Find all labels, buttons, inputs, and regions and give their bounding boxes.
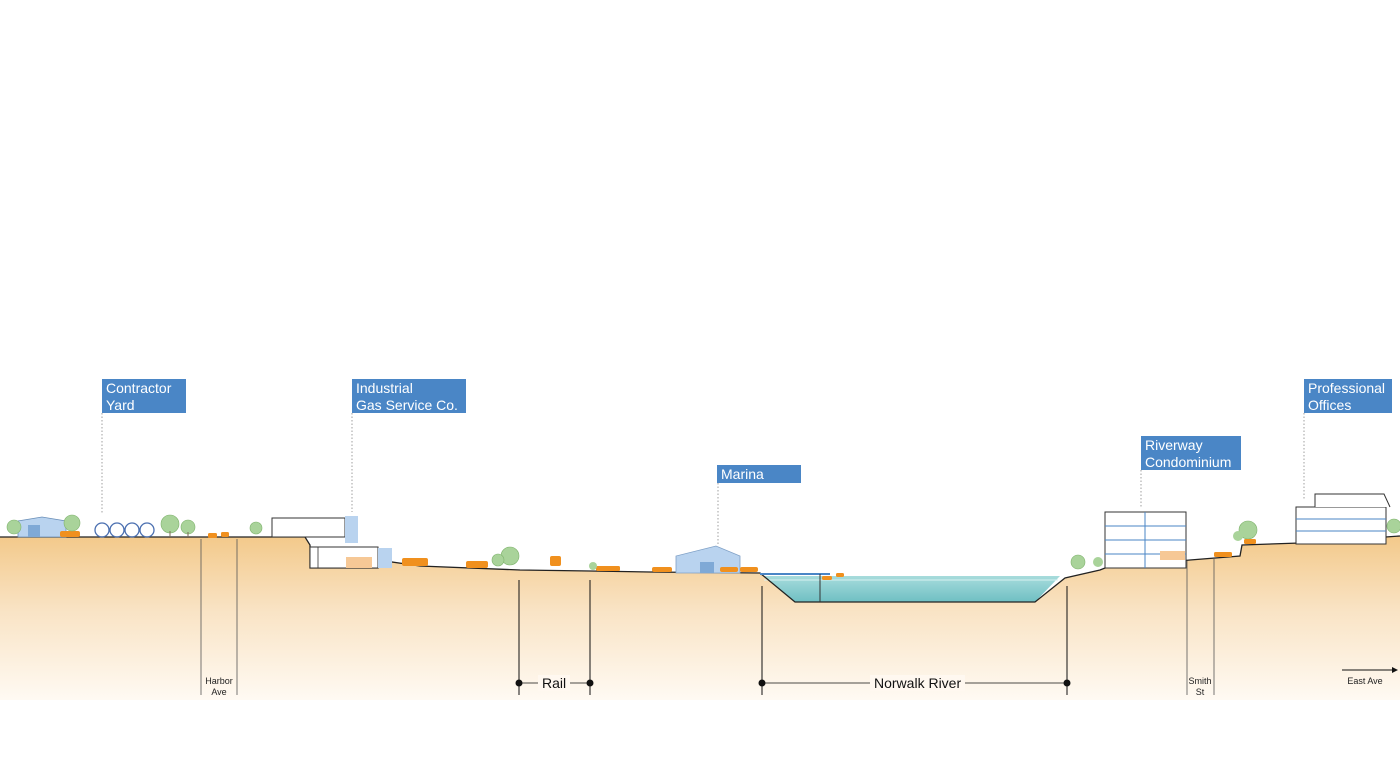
industrial-gas-building xyxy=(271,516,620,571)
gas-truck-1 xyxy=(402,558,428,566)
leader-lines xyxy=(101,413,1305,545)
industrial-truck-interior xyxy=(346,557,372,568)
office-top xyxy=(1314,493,1391,508)
trunks xyxy=(169,531,189,537)
marina-door xyxy=(700,562,714,573)
pipe-rolls xyxy=(94,522,155,538)
span-label-rail: Rail xyxy=(538,675,571,691)
street-east-ave: East Ave xyxy=(1347,676,1383,686)
marina-boat-2 xyxy=(720,567,738,572)
rail-vehicle xyxy=(596,566,620,571)
marina-boat-water xyxy=(822,576,832,580)
condo-garage-car xyxy=(1160,551,1185,560)
norwalk-river-water xyxy=(764,576,1060,602)
street-lines xyxy=(200,539,1215,695)
east-ave-arrow xyxy=(1342,667,1398,673)
marina-building xyxy=(675,545,741,574)
riverway-condominium-building xyxy=(1070,511,1258,570)
marina-boat-1 xyxy=(652,567,672,572)
contractor-shed xyxy=(17,516,67,538)
industrial-annex xyxy=(378,548,392,568)
gas-truck-2 xyxy=(466,561,488,568)
harbor-vehicle-1 xyxy=(208,533,217,538)
harbor-vehicle-2 xyxy=(221,532,229,537)
marina-boat-3 xyxy=(740,567,758,572)
industrial-upper-block xyxy=(271,517,346,538)
professional-offices-building xyxy=(1295,493,1400,545)
span-label-norwalk-river: Norwalk River xyxy=(870,675,966,691)
contractor-vehicle xyxy=(60,531,80,537)
contractor-shed-door xyxy=(28,525,40,537)
ground xyxy=(0,536,1400,700)
label-marina: Marina xyxy=(717,465,801,483)
smith-vehicle xyxy=(1214,552,1232,557)
marina-scene xyxy=(652,545,844,602)
office-block xyxy=(1295,506,1387,545)
rail-dimension xyxy=(515,580,594,695)
contractor-yard-scene xyxy=(6,514,263,538)
rail-car xyxy=(550,556,561,566)
industrial-tower xyxy=(345,516,358,543)
